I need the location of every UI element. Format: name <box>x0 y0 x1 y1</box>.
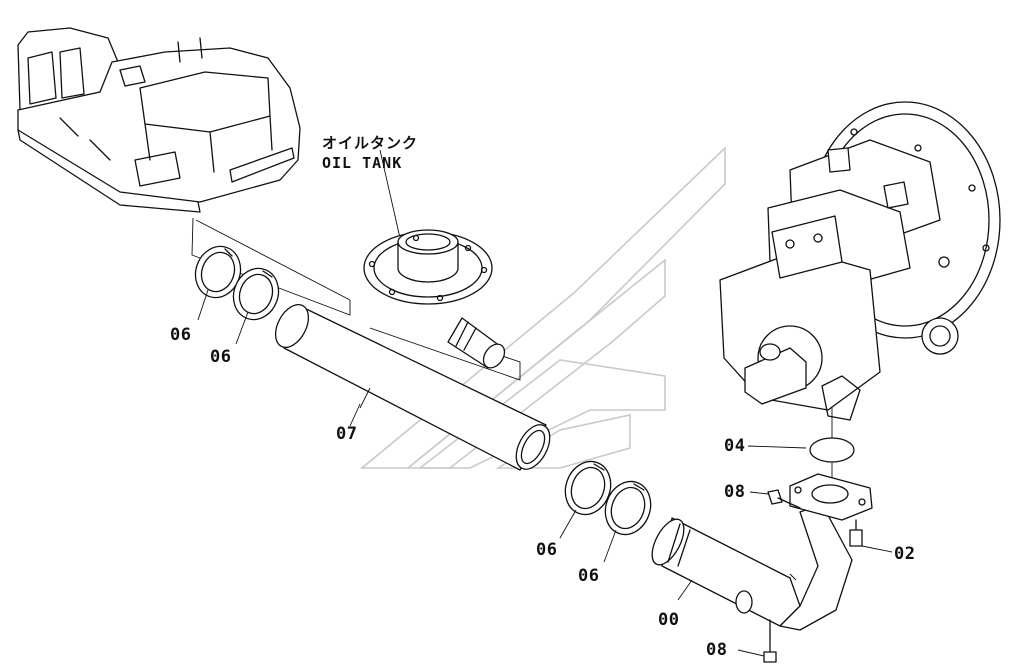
bolt-icon <box>767 489 801 509</box>
oil-tank-label-jp: オイルタンク <box>322 134 419 152</box>
part-label-bolt: 02 <box>894 544 916 564</box>
hydraulic-pump-icon <box>719 101 1001 421</box>
clamp-icon <box>194 245 242 299</box>
part-label-bolt: 08 <box>706 640 728 660</box>
oil-tank-flange-icon <box>363 149 493 305</box>
part-label-pipe: 00 <box>658 610 680 630</box>
oil-tank-label-en: OIL TANK <box>322 154 403 172</box>
suction-pipe-icon <box>651 503 853 637</box>
clamp-icon <box>232 267 280 321</box>
pipe-flange-icon <box>789 473 873 521</box>
part-label-o-ring: 04 <box>724 436 746 456</box>
bolt-icon <box>763 635 777 663</box>
part-label-clamp: 06 <box>210 347 232 367</box>
leader-lines <box>197 289 893 657</box>
part-label-clamp: 06 <box>170 325 192 345</box>
part-label-clamp: 06 <box>578 566 600 586</box>
excavator-icon <box>17 27 301 213</box>
bolt-icon <box>849 519 863 547</box>
clamp-icon <box>564 460 612 516</box>
watermark-logo-icon <box>359 146 726 469</box>
part-label-bolt: 08 <box>724 482 746 502</box>
part-label-clamp: 06 <box>536 540 558 560</box>
clamp-icon <box>604 480 652 536</box>
part-label-hose: 07 <box>336 424 358 444</box>
hose-icon <box>274 304 551 471</box>
tank-outlet-pipe <box>447 317 506 369</box>
